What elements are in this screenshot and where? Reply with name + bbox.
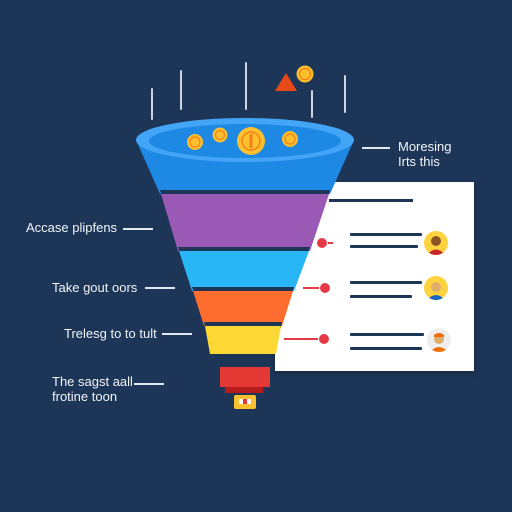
label-bottom-line2: frotine toon — [52, 389, 118, 404]
label-stage3: Trelesg to to tult — [64, 326, 157, 341]
connector-dot — [319, 282, 331, 294]
coin-icon — [212, 127, 228, 143]
drop-tick — [344, 75, 346, 113]
card-row-line — [350, 333, 424, 336]
label-dash — [123, 228, 153, 230]
drop-tick — [180, 70, 182, 110]
connector-dot — [318, 333, 330, 345]
connector-line — [284, 338, 324, 340]
card-row-line — [350, 233, 422, 236]
coin-icon — [282, 131, 298, 147]
triangle-icon — [275, 73, 297, 91]
drop-tick — [311, 90, 313, 118]
coin-icon — [237, 127, 265, 155]
label-stage2: Take gout oors — [52, 280, 138, 295]
user-avatar-icon — [424, 231, 448, 255]
label-top-right-line2: Irts this — [398, 154, 440, 169]
label-dash — [362, 147, 390, 149]
drop-tick — [245, 62, 247, 110]
user-avatar-icon — [427, 328, 451, 352]
card-row-line — [350, 347, 422, 350]
card-row-line — [350, 281, 422, 284]
label-dash — [134, 383, 164, 385]
card-header-bar — [329, 199, 413, 202]
label-stage1: Accase plipfens — [26, 220, 118, 235]
label-bottom: The sagst aall frotine toon — [52, 374, 133, 404]
label-top-right-line1: Moresing — [398, 139, 452, 154]
card-row-line — [350, 295, 412, 298]
funnel — [136, 118, 354, 409]
label-bottom-line1: The sagst aall — [52, 374, 133, 389]
drop-tick — [151, 88, 153, 120]
coin-icon — [296, 65, 314, 83]
connector-dot — [316, 237, 328, 249]
connector-line — [323, 242, 333, 244]
connector-line — [303, 287, 325, 289]
label-dash — [162, 333, 192, 335]
card-row-line — [350, 245, 418, 248]
label-top-right: Moresing Irts this — [398, 139, 451, 169]
coin-icon — [187, 134, 203, 150]
user-avatar-icon — [424, 276, 448, 300]
label-dash — [145, 287, 175, 289]
